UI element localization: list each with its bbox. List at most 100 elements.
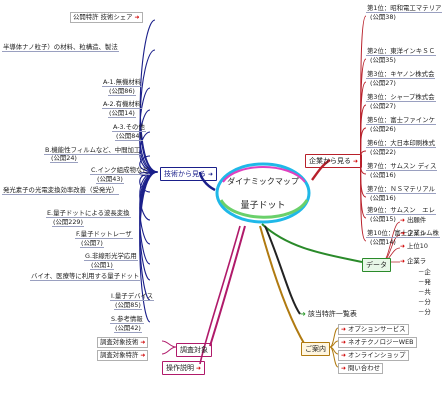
howto-node[interactable]: 操作説明➜	[162, 361, 206, 375]
patent-list-label: 該当特許一覧表	[307, 310, 357, 318]
company-rank-8[interactable]: 第7位：ＮＳマテリアル	[366, 185, 436, 194]
data-sub-item-3[interactable]: －分	[418, 298, 431, 306]
tech-node-21[interactable]: (公開85)	[114, 301, 142, 310]
company-rank-7[interactable]: 第7位：サムスン ディス	[366, 162, 438, 171]
survey-node[interactable]: 調査対象	[176, 343, 212, 357]
arrow-icon: ➜	[341, 352, 347, 359]
company-rank-2[interactable]: 第2位：東洋インキＳＣ	[366, 47, 436, 56]
data-item-label: 上位10	[407, 242, 428, 250]
tech-node-20[interactable]: I.量子デバイス	[110, 292, 155, 301]
tech-node-13[interactable]: E.量子ドットによる波長変換	[46, 209, 131, 218]
data-sub-item-2[interactable]: －共	[418, 288, 431, 296]
tech-node-1[interactable]: 半導体ナノ粒子）の材料、粒構造、製法	[2, 43, 119, 52]
company-count-2: (公開35)	[370, 56, 396, 64]
arrow-icon: ➜	[400, 258, 406, 265]
tech-node-6[interactable]: A-3.その他	[112, 123, 146, 132]
data-sub-item-label: 共	[424, 288, 431, 296]
company-rank-6[interactable]: 第6位：大日本印刷株式	[366, 139, 436, 148]
tech-node-15[interactable]: F.量子ドットレーザ	[75, 230, 133, 239]
tech-node-label: バイオ、医療等に利用する量子ドット	[31, 272, 140, 280]
tech-node-10[interactable]: C.インク組成物など	[90, 166, 150, 175]
tech-node-12[interactable]: 発光素子の光電変換効率改善（受発光）	[2, 186, 120, 195]
online-shop-link[interactable]: ➜オンラインショップ	[338, 350, 409, 361]
option-service-link[interactable]: ➜オプションサービス	[338, 324, 409, 335]
center-title-line1: ダイナミックマップ	[227, 177, 299, 186]
tech-node-8[interactable]: B.機能性フィルムなど、中間加工	[44, 146, 142, 155]
company-count-9: (公開15)	[370, 215, 396, 223]
arrow-icon: ➜	[341, 326, 347, 333]
tech-node-0[interactable]: 公開特許 技術シェア➜	[70, 12, 143, 23]
tech-node-5[interactable]: (公開14)	[108, 109, 136, 118]
tech-node-3[interactable]: (公開86)	[108, 87, 136, 96]
data-node[interactable]: データ	[362, 258, 391, 272]
tech-node-label: (公開24)	[51, 154, 77, 162]
arrow-icon: ➜	[341, 365, 347, 372]
tech-node-17[interactable]: G.非線形光学応用	[84, 252, 138, 261]
contact-link[interactable]: ➜問い合わせ	[338, 363, 383, 374]
tech-node-label: (公開229)	[53, 218, 83, 226]
company-rank-9[interactable]: 第9位：サムスン エレ	[366, 206, 436, 215]
tech-node-label: C.インク組成物など	[91, 166, 149, 174]
tech-node-label: A-3.その他	[113, 123, 145, 131]
company-rank-4[interactable]: 第3位：シャープ株式会	[366, 93, 436, 102]
tech-node-14[interactable]: (公開229)	[52, 218, 84, 227]
branch-line	[209, 225, 246, 347]
company-view-label: 企業から見る	[309, 157, 351, 165]
dash-icon: －	[418, 298, 425, 306]
tech-node-16[interactable]: (公開7)	[80, 239, 104, 248]
tech-node-label: (公開43)	[97, 175, 123, 183]
data-sub-item-4[interactable]: －分	[418, 308, 431, 316]
survey-patent-label: 調査対象特許	[100, 351, 139, 359]
data-item-3[interactable]: ➜企業ラ	[400, 257, 426, 266]
tech-node-label: G.非線形光学応用	[85, 252, 137, 260]
data-item-2[interactable]: ➜上位10	[400, 242, 428, 251]
neotech-web-label: ネオテクノロジーWEB	[348, 338, 414, 346]
tech-node-2[interactable]: A-1.無機材料	[102, 78, 143, 87]
arrow-icon: ➜	[341, 339, 347, 346]
guide-node[interactable]: ご案内	[301, 342, 330, 356]
company-rank-10[interactable]: 第10位：富士フイルム株	[366, 229, 440, 238]
branch-line	[139, 109, 159, 173]
company-count-1: (公開38)	[370, 13, 396, 21]
tech-node-11[interactable]: (公開43)	[96, 175, 124, 184]
branch-line	[259, 225, 306, 346]
howto-label: 操作説明	[166, 364, 194, 372]
center-node[interactable]: ダイナミックマップ 量子ドット	[213, 160, 313, 226]
branch-line	[359, 159, 367, 242]
tech-node-22[interactable]: S.参考情報	[110, 315, 144, 324]
arrow-icon: ➜	[400, 217, 406, 224]
survey-tech-link[interactable]: 調査対象技術➜	[97, 337, 149, 348]
neotech-web-link[interactable]: ➜ネオテクノロジーWEB	[338, 337, 417, 348]
tech-node-19[interactable]: バイオ、医療等に利用する量子ドット	[30, 272, 141, 281]
survey-patent-link[interactable]: 調査対象特許➜	[97, 350, 149, 361]
data-item-0[interactable]: ➜出願件	[400, 216, 426, 225]
arrow-icon: ➜	[300, 310, 306, 318]
patent-list-link[interactable]: ➜該当特許一覧表	[300, 310, 357, 318]
data-sub-item-0[interactable]: －企	[418, 268, 431, 276]
tech-node-18[interactable]: (公開1)	[90, 261, 114, 270]
contact-label: 問い合わせ	[348, 364, 380, 372]
tech-node-label: (公開84)	[116, 132, 142, 140]
branch-line	[139, 131, 159, 173]
tech-node-label: (公開14)	[109, 109, 135, 117]
tech-node-label: E.量子ドットによる波長変換	[47, 209, 130, 217]
tech-node-23[interactable]: (公開42)	[114, 324, 142, 333]
tech-node-7[interactable]: (公開84)	[115, 132, 143, 141]
branch-line	[139, 171, 159, 323]
company-count-4: (公開27)	[370, 102, 396, 110]
tech-view-node[interactable]: 技術から見る➜	[160, 167, 218, 181]
company-rank-1[interactable]: 第1位：昭和電工マテリア	[366, 4, 442, 13]
company-rank-3[interactable]: 第3位：キヤノン株式会	[366, 70, 436, 79]
company-view-node[interactable]: 企業から見る➜	[305, 154, 363, 168]
arrow-icon: ➜	[134, 14, 140, 21]
tech-node-9[interactable]: (公開24)	[50, 154, 78, 163]
tech-node-4[interactable]: A-2.有機材料	[102, 100, 143, 109]
company-rank-5[interactable]: 第5位：富士ファインケ	[366, 116, 436, 125]
arrow-icon: ➜	[140, 352, 146, 359]
data-item-1[interactable]: ➜企業シ	[400, 229, 426, 238]
arrow-icon: ➜	[353, 158, 359, 165]
data-sub-item-1[interactable]: －発	[418, 278, 431, 286]
center-title-line2: 量子ドット	[240, 201, 286, 211]
